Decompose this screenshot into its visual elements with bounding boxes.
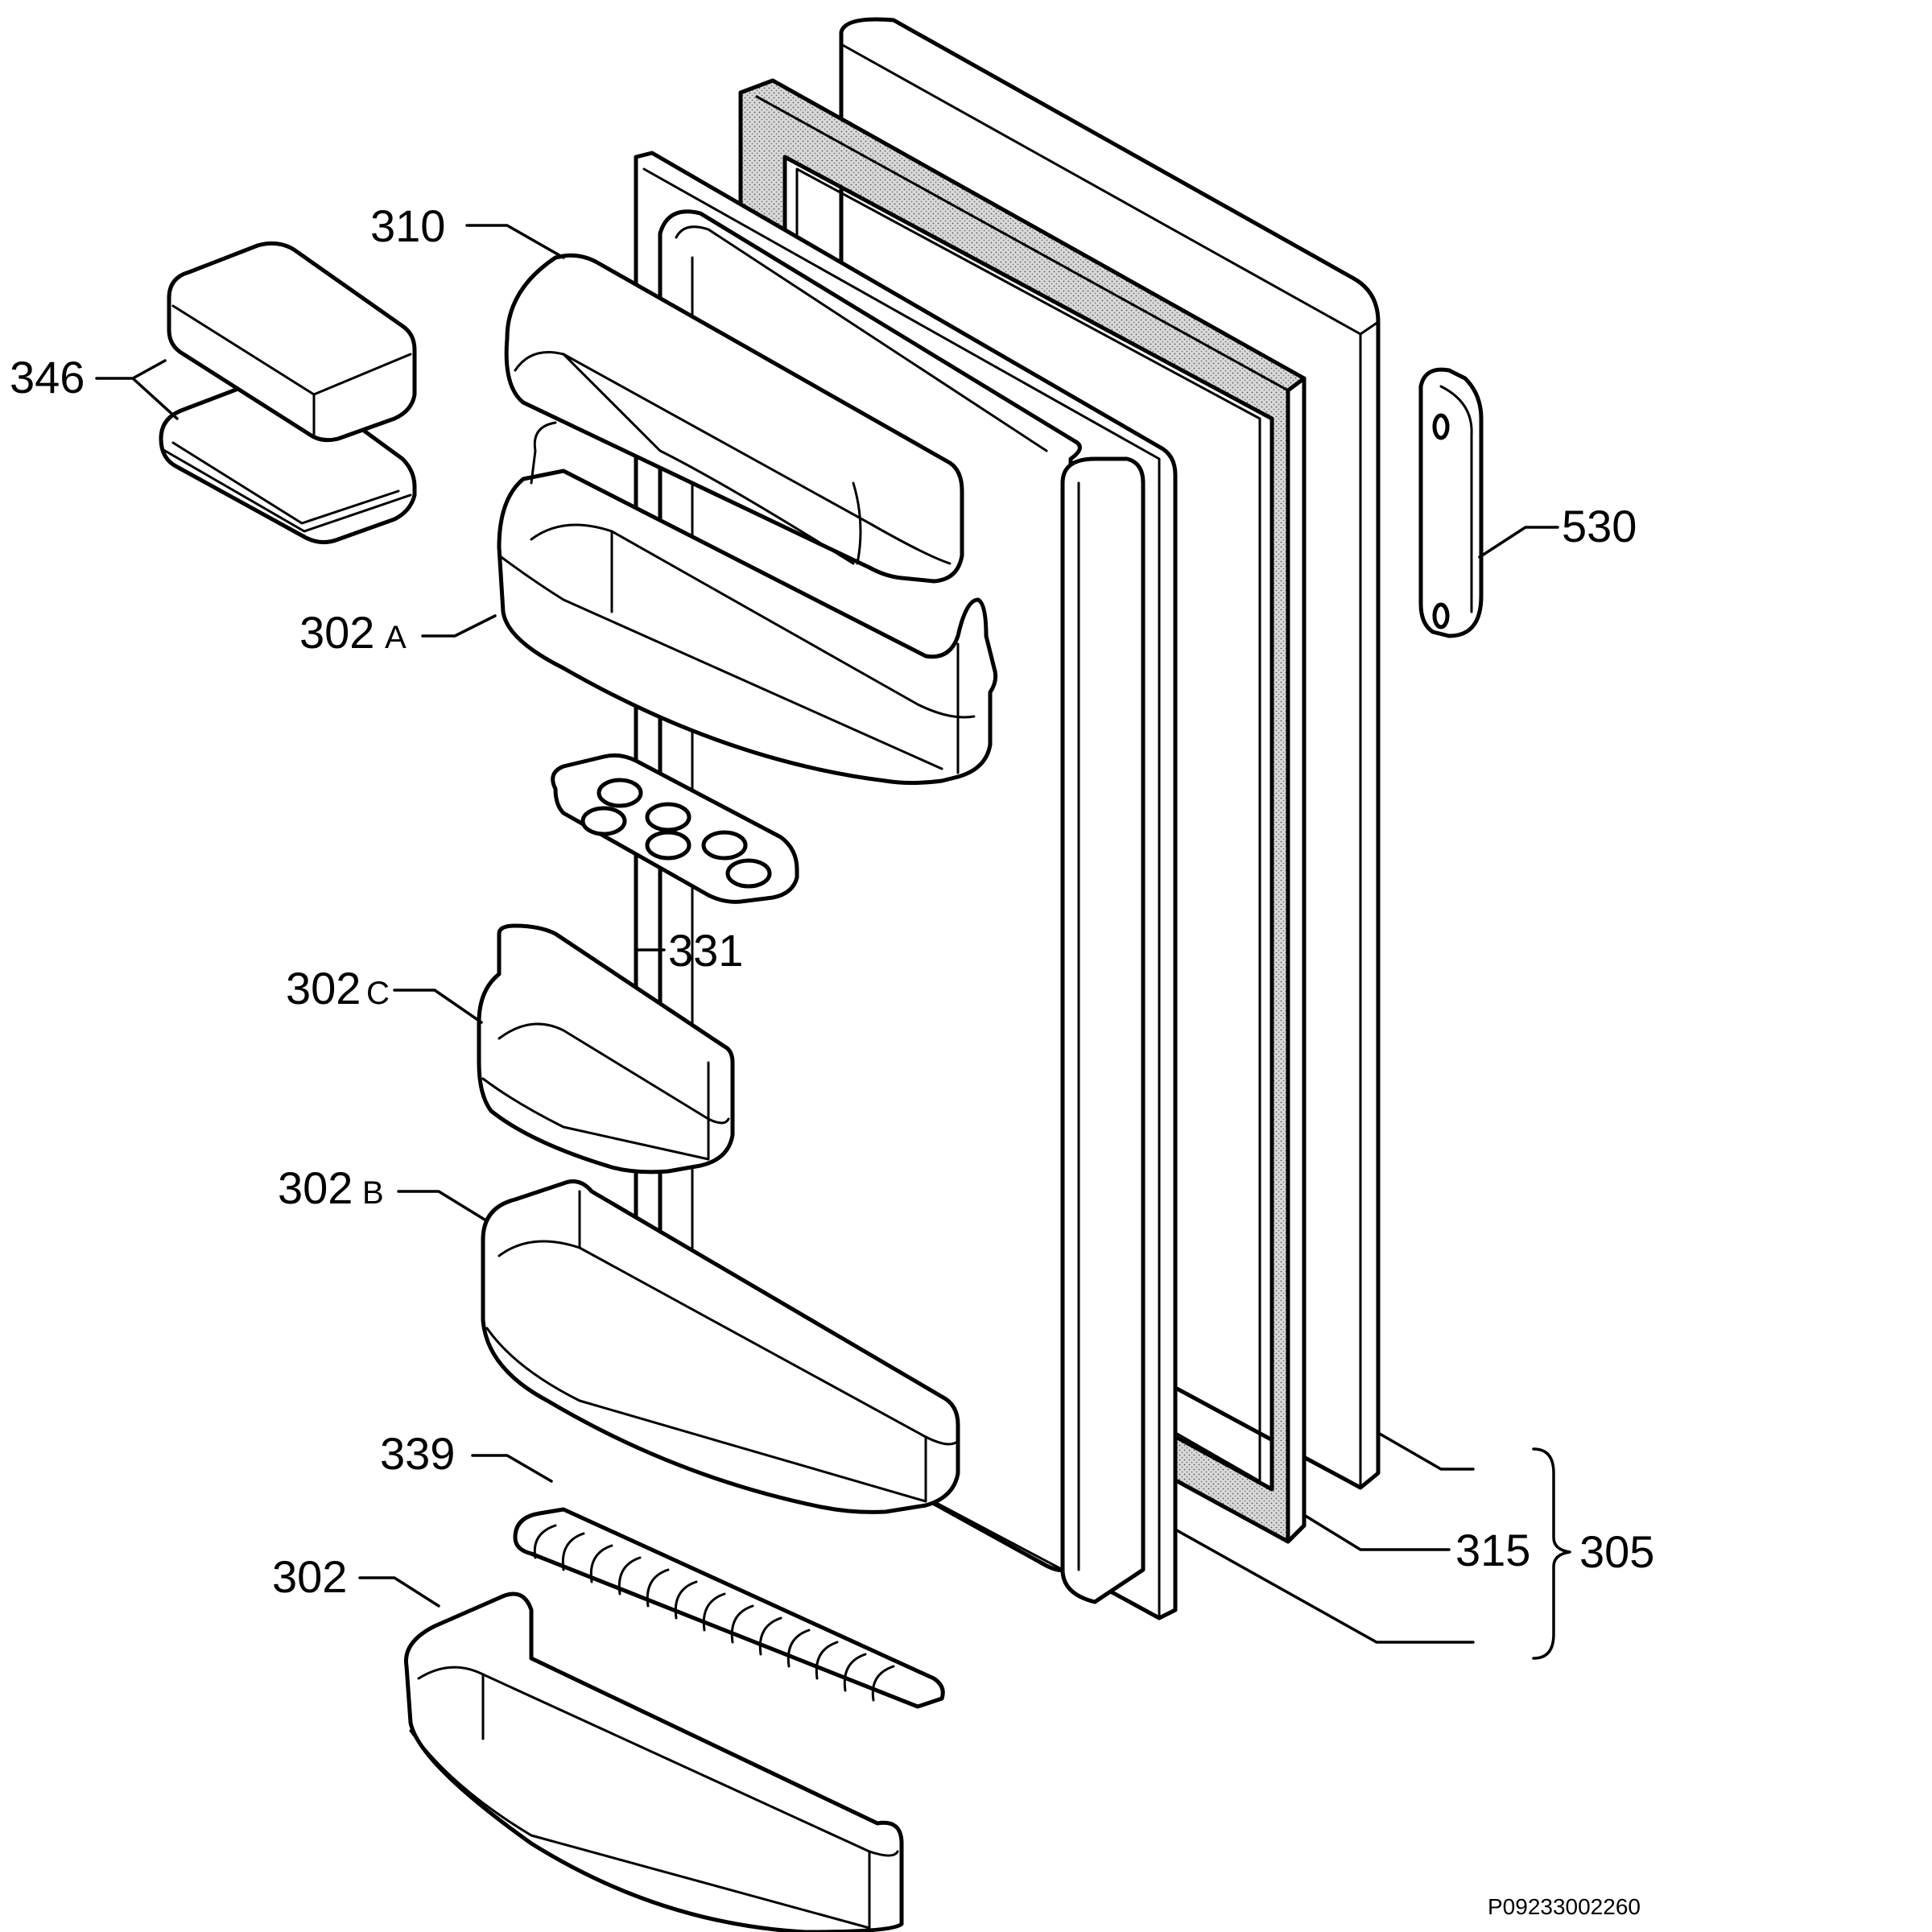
leader-panel bbox=[1377, 1431, 1475, 1471]
label-302b: 302 bbox=[278, 1162, 353, 1213]
door-handle bbox=[1418, 367, 1484, 638]
label-302c: 302 bbox=[286, 963, 361, 1013]
label-305: 305 bbox=[1579, 1526, 1654, 1577]
brace-305 bbox=[1532, 1447, 1571, 1660]
leader-310 bbox=[465, 224, 565, 259]
label-315: 315 bbox=[1455, 1525, 1530, 1575]
leader-302c bbox=[393, 989, 483, 1024]
bottle-retainer bbox=[513, 1507, 945, 1709]
retainer-ribs bbox=[533, 1524, 895, 1702]
bottom-bottle-shelf bbox=[403, 1591, 904, 1932]
leader-339 bbox=[471, 1454, 553, 1483]
butter-compartment bbox=[159, 241, 417, 544]
label-302a-suffix: A bbox=[385, 620, 407, 655]
leader-530 bbox=[1478, 526, 1559, 559]
door-shelf-302c bbox=[477, 923, 735, 1174]
label-302b-suffix: B bbox=[362, 1175, 384, 1211]
top-shelf bbox=[504, 253, 964, 584]
egg-tray bbox=[551, 753, 799, 904]
label-331: 331 bbox=[668, 925, 743, 976]
leader-lines bbox=[95, 224, 1571, 1660]
label-530: 530 bbox=[1562, 501, 1637, 551]
leader-346 bbox=[95, 359, 179, 420]
leader-liner bbox=[1174, 1528, 1475, 1644]
leader-302b bbox=[397, 1190, 486, 1221]
label-302c-suffix: C bbox=[366, 976, 390, 1011]
leader-331 bbox=[634, 860, 666, 952]
label-302: 302 bbox=[272, 1551, 347, 1602]
label-346: 346 bbox=[10, 352, 85, 402]
leader-302 bbox=[358, 1576, 440, 1608]
label-302a: 302 bbox=[299, 607, 374, 658]
label-339: 339 bbox=[380, 1428, 455, 1479]
leader-302a bbox=[421, 614, 497, 638]
part-labels: 310 346 302 A 331 302 C 302 B 339 302 53… bbox=[10, 200, 1654, 1919]
leader-315 bbox=[1302, 1513, 1451, 1551]
door-shelf-302a bbox=[497, 421, 998, 785]
door-shelf-302b bbox=[481, 1179, 960, 1514]
drawing-code: P09233002260 bbox=[1488, 1894, 1641, 1919]
label-310: 310 bbox=[370, 200, 445, 251]
